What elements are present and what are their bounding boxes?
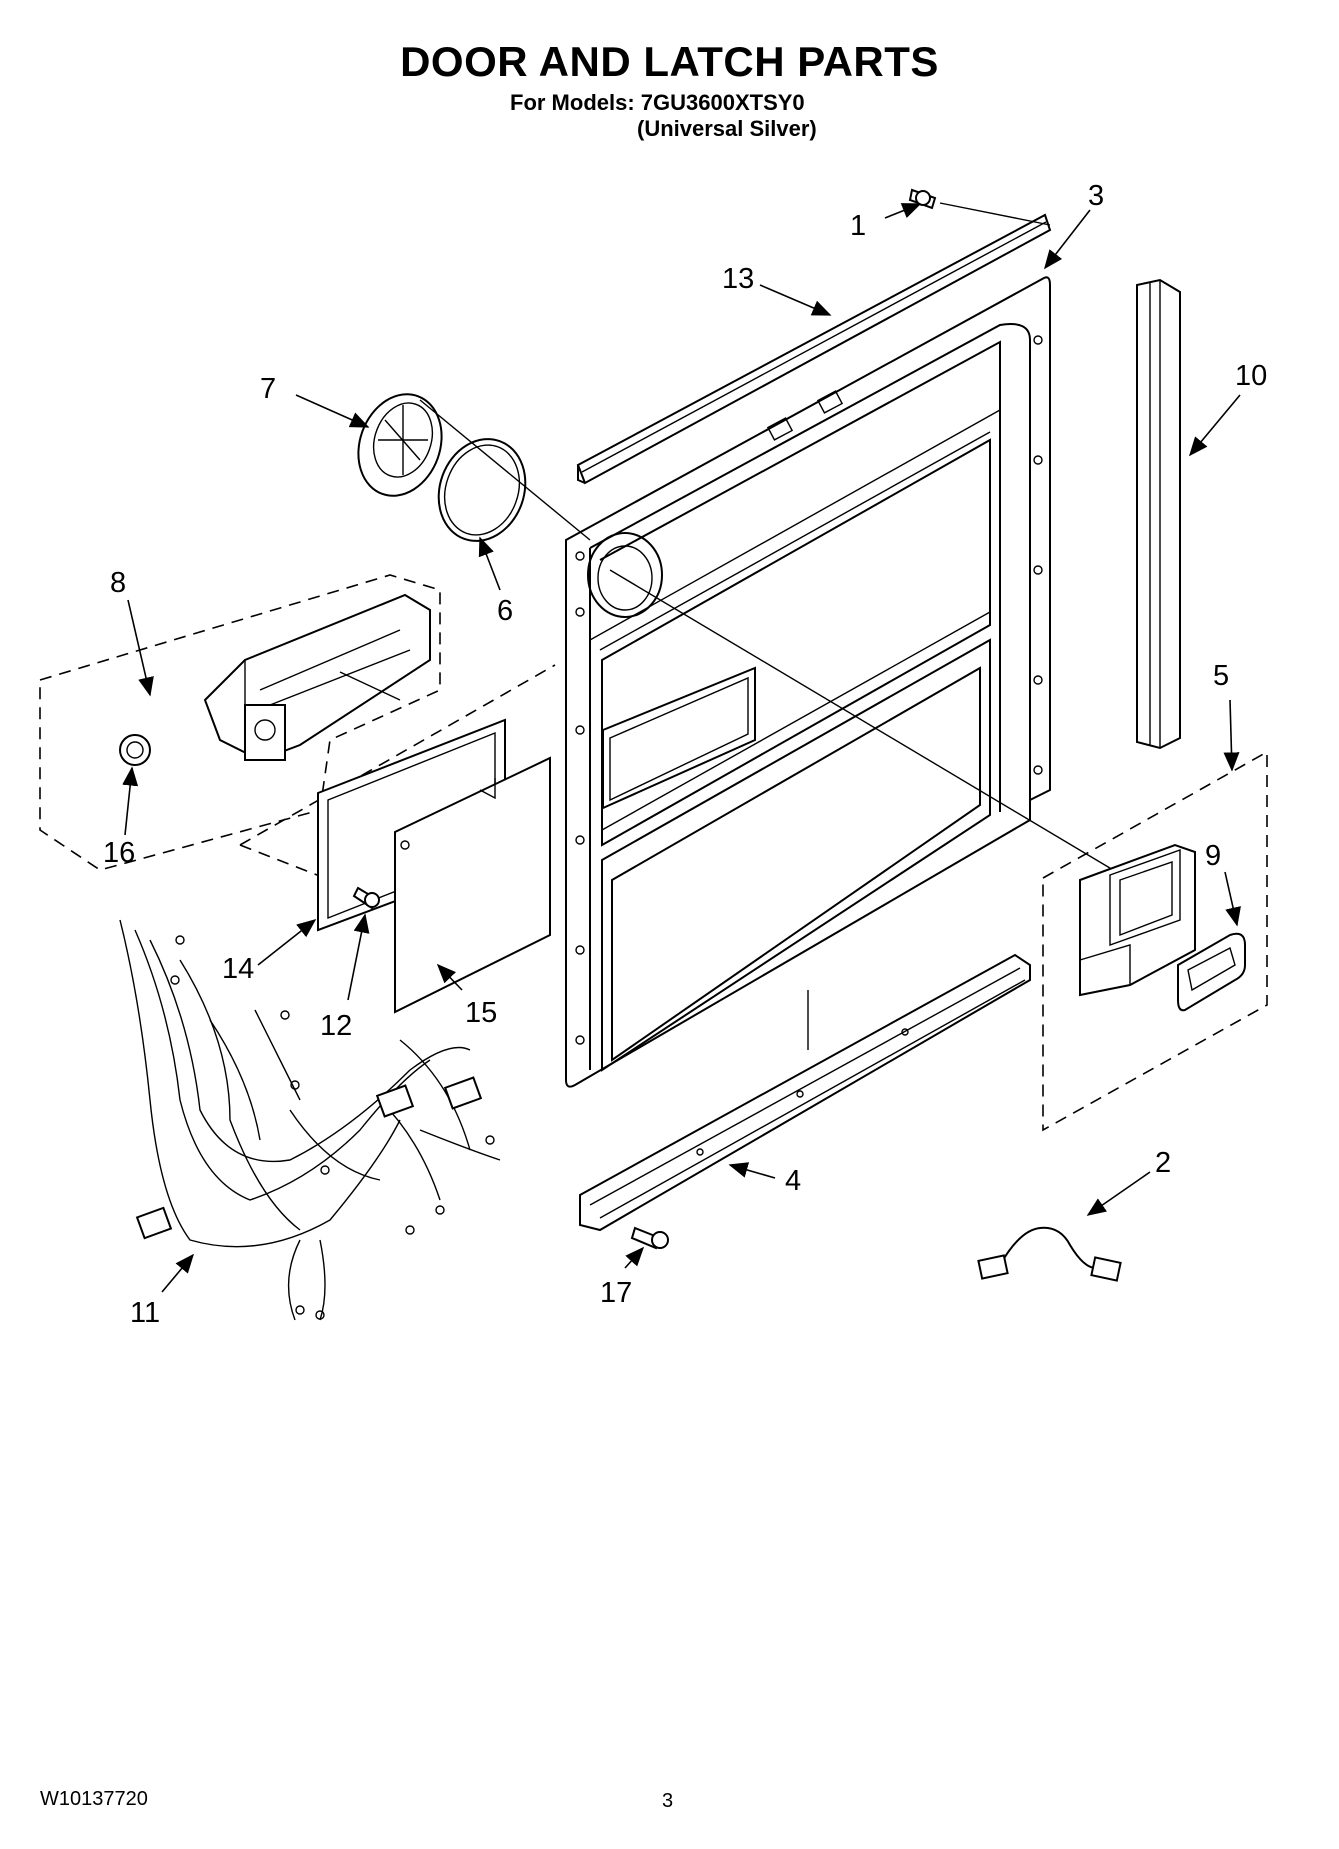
callout-9: 9 xyxy=(1205,840,1221,872)
callout-5: 5 xyxy=(1213,660,1229,692)
dispenser-assembly xyxy=(1042,750,1268,1132)
door-inner-panel xyxy=(565,276,1051,1088)
callout-14: 14 xyxy=(222,953,254,985)
wire-jumper xyxy=(977,1226,1122,1282)
latch-assembly xyxy=(39,574,441,871)
callout-12: 12 xyxy=(320,1010,352,1042)
callout-2: 2 xyxy=(1155,1147,1171,1179)
callout-13: 13 xyxy=(722,263,754,295)
variant-line: (Universal Silver) xyxy=(637,116,817,141)
callout-1: 1 xyxy=(850,210,866,242)
document-number: W10137720 xyxy=(40,1788,148,1810)
page-number: 3 xyxy=(662,1790,674,1812)
latch-button xyxy=(119,734,151,766)
callout-10: 10 xyxy=(1235,360,1267,392)
dispenser-seal xyxy=(1177,932,1246,1012)
callout-16: 16 xyxy=(103,837,135,869)
page-title: DOOR AND LATCH PARTS xyxy=(400,38,939,85)
side-seal-strip xyxy=(1136,278,1181,750)
screw-12 xyxy=(352,886,380,910)
callout-17: 17 xyxy=(600,1277,632,1309)
callout-8: 8 xyxy=(110,567,126,599)
control-board xyxy=(394,756,551,1014)
callout-3: 3 xyxy=(1088,180,1104,212)
top-trim-strip xyxy=(576,213,1052,485)
callout-6: 6 xyxy=(497,595,513,627)
callout-4: 4 xyxy=(785,1165,801,1197)
screw-1 xyxy=(908,188,1051,226)
vent-grille xyxy=(357,393,443,497)
callout-11: 11 xyxy=(130,1297,160,1329)
callout-15: 15 xyxy=(465,997,497,1029)
models-line: For Models: 7GU3600XTSY0 xyxy=(510,90,805,115)
callout-7: 7 xyxy=(260,373,276,405)
bottom-channel xyxy=(579,953,1031,1232)
screw-17 xyxy=(630,1226,669,1250)
wire-harness xyxy=(119,919,501,1321)
vent-gasket-ring xyxy=(437,438,527,542)
